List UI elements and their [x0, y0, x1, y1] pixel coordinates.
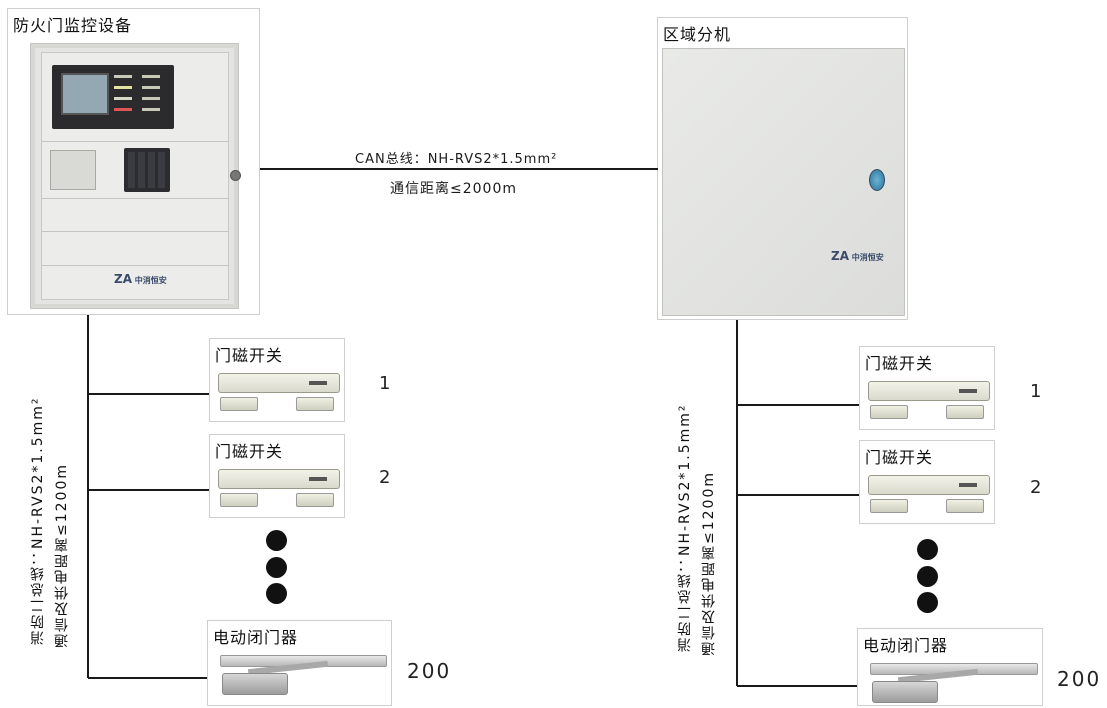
device-number: 1	[1030, 381, 1042, 402]
right-bus-trunk	[736, 320, 738, 686]
ellipsis-dot	[917, 539, 938, 560]
magnet-icon	[296, 397, 334, 411]
door-sensor-icon	[868, 381, 990, 401]
door-magnetic-switch-card: 门磁开关	[209, 338, 345, 422]
device-label: 电动闭门器	[213, 628, 299, 647]
magnet-icon	[946, 405, 984, 419]
device-label: 电动闭门器	[863, 636, 949, 655]
door-closer-body-icon	[872, 681, 938, 703]
right-bus-tap-1	[737, 404, 861, 406]
brand-logo: ZA 中消恒安	[114, 272, 167, 286]
door-sensor-icon	[868, 475, 990, 495]
left-bus-trunk	[87, 315, 89, 678]
door-magnetic-switch-card: 门磁开关	[859, 440, 995, 524]
door-magnetic-switch-card: 门磁开关	[209, 434, 345, 518]
printer-slot	[50, 150, 96, 190]
can-bus-line	[260, 168, 658, 170]
electric-door-closer-card: 电动闭门器	[857, 628, 1043, 706]
extension-cabinet: ZA 中消恒安	[662, 48, 905, 316]
electric-door-closer-card: 电动闭门器	[207, 620, 392, 706]
right-bus-tap-2	[737, 494, 861, 496]
magnet-icon	[870, 499, 908, 513]
magnet-icon	[946, 499, 984, 513]
device-number: 2	[379, 467, 391, 488]
right-bus-distance: 通信及供电距离≤1200m	[701, 471, 717, 656]
printer-keypad-band	[42, 141, 228, 199]
ellipsis-dot	[266, 530, 287, 551]
door-closer-body-icon	[222, 673, 288, 695]
left-bus-spec: 消防二总线：NH-RVS2*1.5mm²	[30, 396, 46, 645]
right-bus-spec: 消防二总线：NH-RVS2*1.5mm²	[677, 403, 693, 652]
panel-title: 防火门监控设备	[13, 16, 133, 35]
magnet-icon	[870, 405, 908, 419]
ellipsis-dot	[266, 557, 287, 578]
ellipsis-dot	[917, 566, 938, 587]
can-bus-distance: 通信距离≤2000m	[390, 181, 517, 197]
left-bus-tap-1	[88, 393, 210, 395]
door-magnetic-switch-card: 门磁开关	[859, 346, 995, 430]
panel-title: 区域分机	[663, 25, 732, 44]
door-sensor-icon	[218, 469, 340, 489]
left-bus-tap-2	[88, 489, 210, 491]
magnet-icon	[220, 493, 258, 507]
device-number: 200	[407, 659, 452, 683]
magnet-icon	[296, 493, 334, 507]
indicator-leds	[114, 73, 168, 117]
lcd-screen	[61, 73, 109, 115]
monitor-cabinet: ZA 中消恒安	[30, 43, 241, 309]
right-bus-tap-3	[737, 685, 861, 687]
ellipsis-dot	[917, 592, 938, 613]
left-bus-tap-3	[88, 677, 208, 679]
left-bus-distance: 通信及供电距离≤1200m	[54, 463, 70, 648]
cabinet-door: ZA 中消恒安	[41, 52, 229, 300]
device-label: 门磁开关	[865, 448, 934, 467]
lock-knob	[230, 170, 241, 181]
can-bus-spec: CAN总线：NH-RVS2*1.5mm²	[355, 152, 558, 167]
brand-logo: ZA 中消恒安	[831, 249, 884, 263]
device-label: 门磁开关	[865, 354, 934, 373]
door-sensor-icon	[218, 373, 340, 393]
device-number: 1	[379, 373, 391, 394]
device-label: 门磁开关	[215, 442, 284, 461]
display-panel	[52, 65, 174, 129]
keypad	[124, 148, 170, 192]
device-number: 200	[1057, 667, 1102, 691]
lock-icon	[869, 169, 885, 191]
regional-extension-panel: 区域分机 ZA 中消恒安	[657, 17, 908, 320]
device-number: 2	[1030, 477, 1042, 498]
ellipsis-dot	[266, 583, 287, 604]
device-label: 门磁开关	[215, 346, 284, 365]
fire-door-monitor-panel: 防火门监控设备	[7, 8, 260, 315]
magnet-icon	[220, 397, 258, 411]
